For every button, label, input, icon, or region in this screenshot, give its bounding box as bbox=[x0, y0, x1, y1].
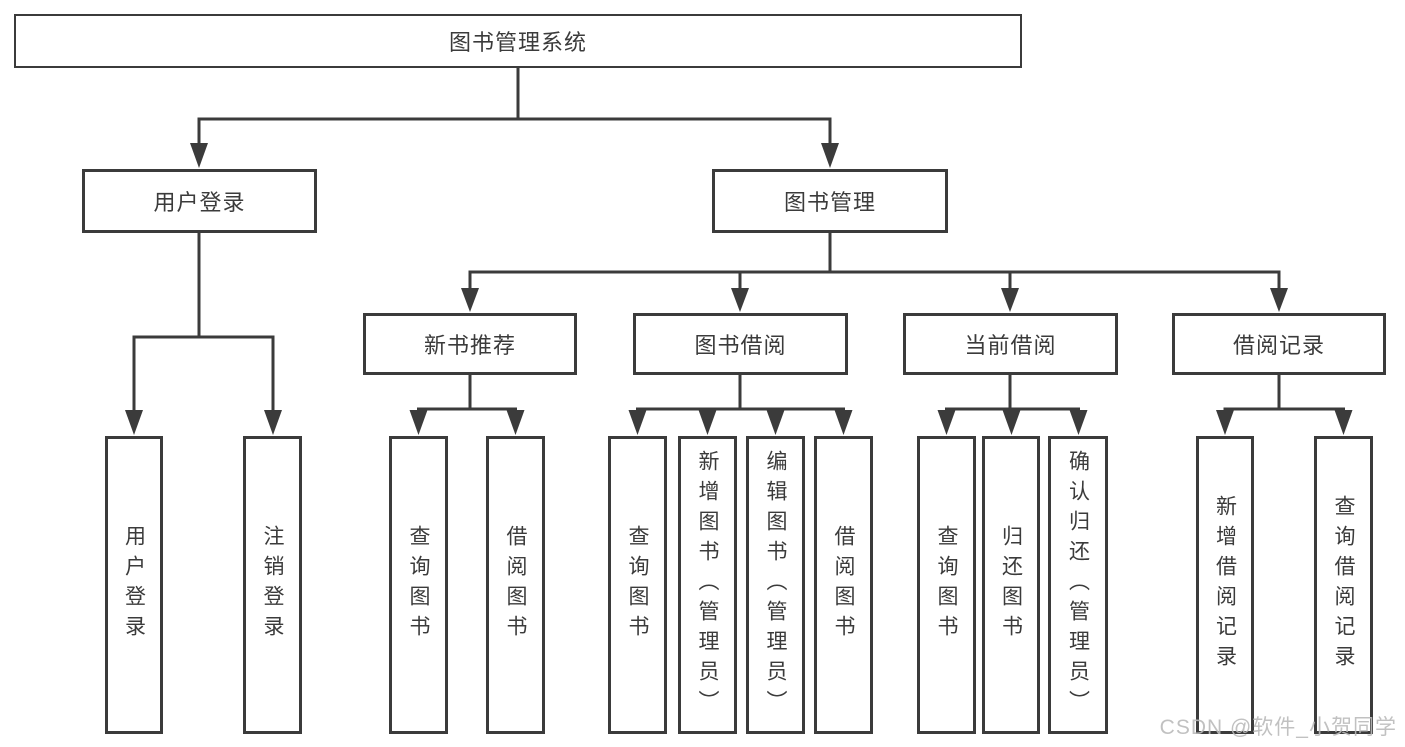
node-label: 用户登录 bbox=[153, 190, 246, 215]
node-label: 借阅图书 bbox=[832, 525, 855, 645]
node-label: 用户登录 bbox=[122, 525, 146, 645]
leaf-borrow-books: 借阅图书 bbox=[814, 436, 873, 734]
node-label: 当前借阅 bbox=[964, 333, 1057, 358]
watermark: CSDN @软件_小贺同学 bbox=[1159, 716, 1397, 739]
arrowhead-icon bbox=[698, 410, 717, 435]
arrowhead-icon bbox=[1069, 410, 1088, 435]
node-label: 注销登录 bbox=[261, 525, 284, 645]
arrowhead-icon bbox=[834, 410, 853, 435]
arrowhead-icon bbox=[937, 410, 956, 435]
leaf-query-books-borrow: 查询图书 bbox=[608, 436, 667, 734]
branch-userlogin-to-leaves bbox=[125, 233, 282, 435]
branch-borrow-to-leaves bbox=[628, 375, 853, 435]
node-book-borrow: 图书借阅 bbox=[633, 313, 848, 375]
arrowhead-icon bbox=[409, 410, 428, 435]
leaf-query-books-recommend: 查询图书 bbox=[389, 436, 448, 734]
arrowhead-icon bbox=[264, 410, 282, 435]
node-label: 查询图书 bbox=[935, 525, 958, 645]
arrowhead-icon bbox=[190, 143, 208, 168]
node-label: 图书管理 bbox=[783, 190, 876, 215]
node-label: 编辑图书（管理员） bbox=[764, 450, 787, 720]
arrowhead-icon bbox=[125, 410, 143, 435]
branch-newbooks-to-leaves bbox=[409, 375, 525, 435]
node-label: 新增图书（管理员） bbox=[696, 450, 719, 720]
node-label: 借阅记录 bbox=[1232, 333, 1325, 358]
node-library-system: 图书管理系统 bbox=[14, 14, 1022, 68]
arrowhead-icon bbox=[1216, 410, 1234, 435]
branch-current-to-leaves bbox=[937, 375, 1088, 435]
node-book-management: 图书管理 bbox=[712, 169, 948, 233]
node-label: 借阅图书 bbox=[504, 525, 527, 645]
node-label: 图书管理系统 bbox=[448, 30, 587, 55]
arrowhead-icon bbox=[1002, 410, 1021, 435]
node-label: 查询图书 bbox=[407, 525, 430, 645]
branch-records-to-leaves bbox=[1216, 375, 1353, 435]
arrowhead-icon bbox=[506, 410, 525, 435]
node-user-login-group: 用户登录 bbox=[82, 169, 317, 233]
leaf-edit-books-admin: 编辑图书（管理员） bbox=[746, 436, 805, 734]
arrowhead-icon bbox=[1270, 288, 1288, 312]
node-borrow-records: 借阅记录 bbox=[1172, 313, 1386, 375]
leaf-confirm-return-admin: 确认归还（管理员） bbox=[1048, 436, 1108, 734]
arrowhead-icon bbox=[628, 410, 647, 435]
node-label: 查询借阅记录 bbox=[1332, 495, 1355, 675]
node-label: 新增借阅记录 bbox=[1213, 495, 1237, 675]
leaf-add-borrow-record: 新增借阅记录 bbox=[1196, 436, 1254, 734]
arrowhead-icon bbox=[461, 288, 479, 312]
node-new-book-recommend: 新书推荐 bbox=[363, 313, 577, 375]
arrowhead-icon bbox=[766, 410, 785, 435]
leaf-add-books-admin: 新增图书（管理员） bbox=[678, 436, 737, 734]
node-label: 查询图书 bbox=[626, 525, 649, 645]
leaf-return-books: 归还图书 bbox=[982, 436, 1040, 734]
node-label: 图书借阅 bbox=[694, 333, 787, 358]
leaf-borrow-books-recommend: 借阅图书 bbox=[486, 436, 545, 734]
node-label: 确认归还（管理员） bbox=[1066, 450, 1090, 720]
leaf-user-login: 用户登录 bbox=[105, 436, 163, 734]
node-label: 归还图书 bbox=[999, 525, 1023, 645]
leaf-query-borrow-record: 查询借阅记录 bbox=[1314, 436, 1373, 734]
leaf-logout: 注销登录 bbox=[243, 436, 302, 734]
leaf-query-books-current: 查询图书 bbox=[917, 436, 976, 734]
node-label: 新书推荐 bbox=[423, 333, 516, 358]
arrowhead-icon bbox=[731, 288, 749, 312]
branch-root-to-level2 bbox=[190, 68, 839, 168]
arrowhead-icon bbox=[1001, 288, 1019, 312]
node-current-borrow: 当前借阅 bbox=[903, 313, 1118, 375]
arrowhead-icon bbox=[821, 143, 839, 168]
arrowhead-icon bbox=[1334, 410, 1353, 435]
branch-bookmgmt-to-level3 bbox=[461, 233, 1288, 312]
